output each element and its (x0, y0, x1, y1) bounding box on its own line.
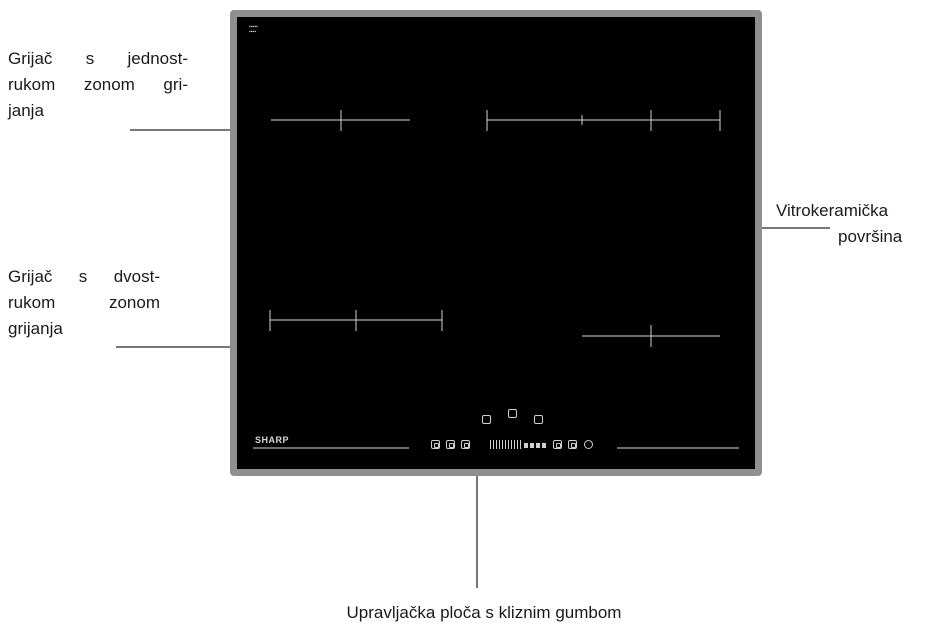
label-single-zone-line3: janja (8, 101, 44, 120)
label-dual-zone-line1: Grijač s dvost- (8, 267, 160, 286)
label-dual-zone-line2: rukom zonom (8, 293, 160, 312)
dual-zone-bottom-left (269, 310, 443, 331)
label-single-zone-line2: rukom zonom gri- (8, 75, 188, 94)
key-d-icon[interactable] (553, 440, 562, 449)
power-slider[interactable] (490, 440, 550, 449)
dual-zone-top-right (486, 110, 721, 131)
single-zone-bottom-right (582, 325, 720, 347)
leader-surface (762, 227, 830, 229)
timer-left-icon[interactable] (482, 415, 491, 424)
leader-single-zone (130, 129, 231, 131)
key-c-icon[interactable] (461, 440, 470, 449)
key-e-icon[interactable] (568, 440, 577, 449)
label-single-zone: Grijač s jednost- rukom zonom gri- janja (8, 46, 188, 124)
hob-glass-surface: ▪▪▪▪▪▪▪▪▪ (230, 10, 762, 476)
label-single-zone-line1: Grijač s jednost- (8, 49, 188, 68)
label-dual-zone-line3: grijanja (8, 319, 63, 338)
key-a-icon[interactable] (431, 440, 440, 449)
label-surface-line1: Vitrokeramička (776, 201, 889, 220)
timer-right-icon[interactable] (534, 415, 543, 424)
label-surface: Vitrokeramička površina (776, 198, 926, 250)
key-b-icon[interactable] (446, 440, 455, 449)
leader-dual-zone (116, 346, 231, 348)
brand-logo: SHARP (255, 435, 290, 445)
label-dual-zone: Grijač s dvost- rukom zonom grijanja (8, 264, 160, 342)
energy-badge-icon: ▪▪▪▪▪▪▪▪▪ (249, 24, 258, 35)
label-surface-line2: površina (838, 227, 903, 246)
label-control-panel: Upravljačka ploča s kliznim gumbom (346, 603, 622, 622)
power-icon[interactable] (584, 440, 593, 449)
timer-center-icon[interactable] (508, 409, 517, 418)
hob-markings (253, 110, 739, 449)
single-zone-top-left (271, 110, 410, 131)
leader-control-panel (476, 476, 478, 588)
